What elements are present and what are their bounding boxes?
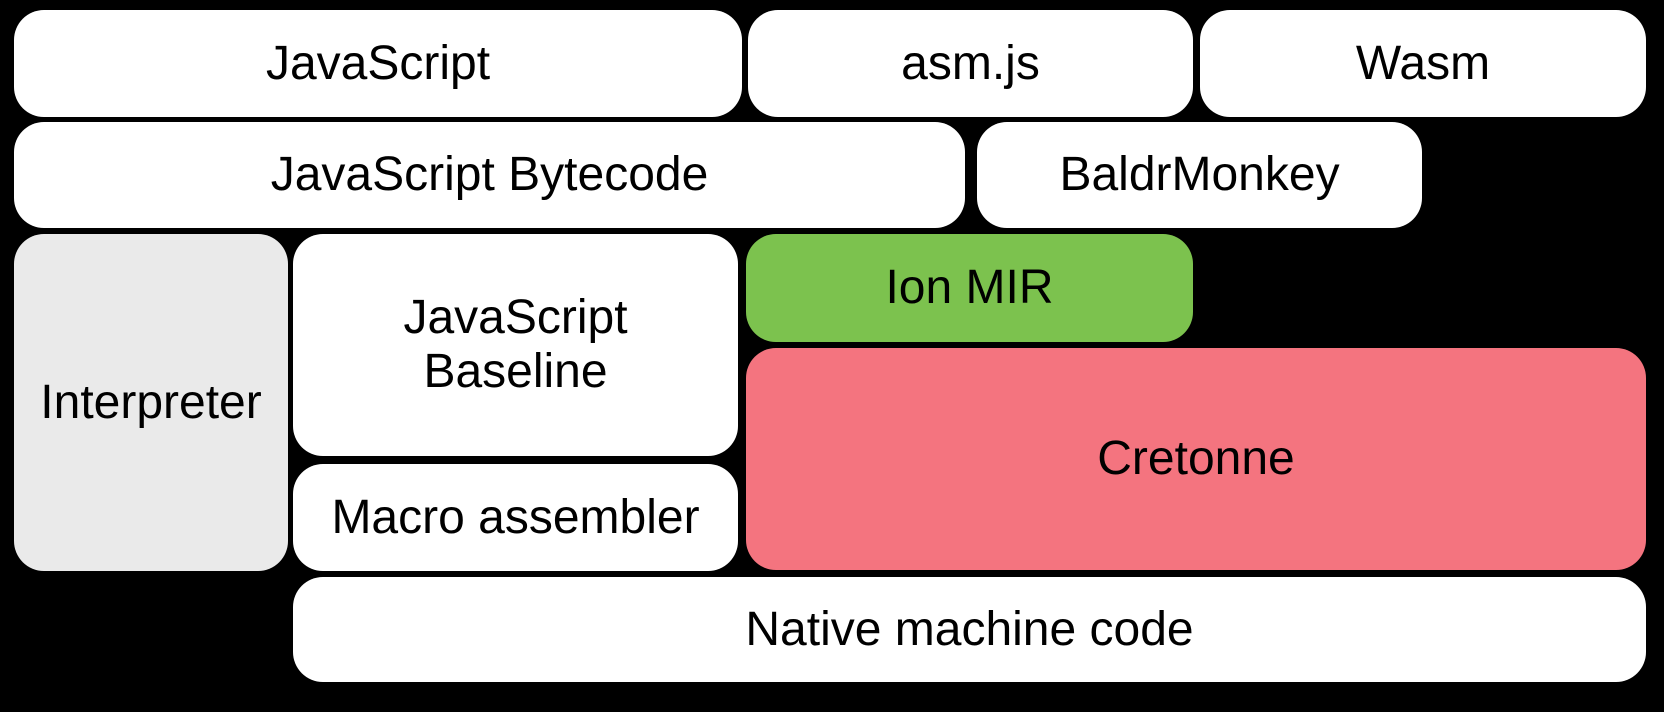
box-javascript-bytecode: JavaScript Bytecode [14,122,965,228]
box-wasm: Wasm [1200,10,1646,117]
box-macro-assembler: Macro assembler [293,464,738,571]
box-asm-js: asm.js [748,10,1193,117]
box-interpreter: Interpreter [14,234,288,571]
box-baldrmonkey: BaldrMonkey [977,122,1422,228]
box-native-machine-code: Native machine code [293,577,1646,682]
box-ion-mir: Ion MIR [746,234,1193,342]
box-javascript: JavaScript [14,10,742,117]
box-cretonne: Cretonne [746,348,1646,570]
box-javascript-baseline: JavaScript Baseline [293,234,738,456]
